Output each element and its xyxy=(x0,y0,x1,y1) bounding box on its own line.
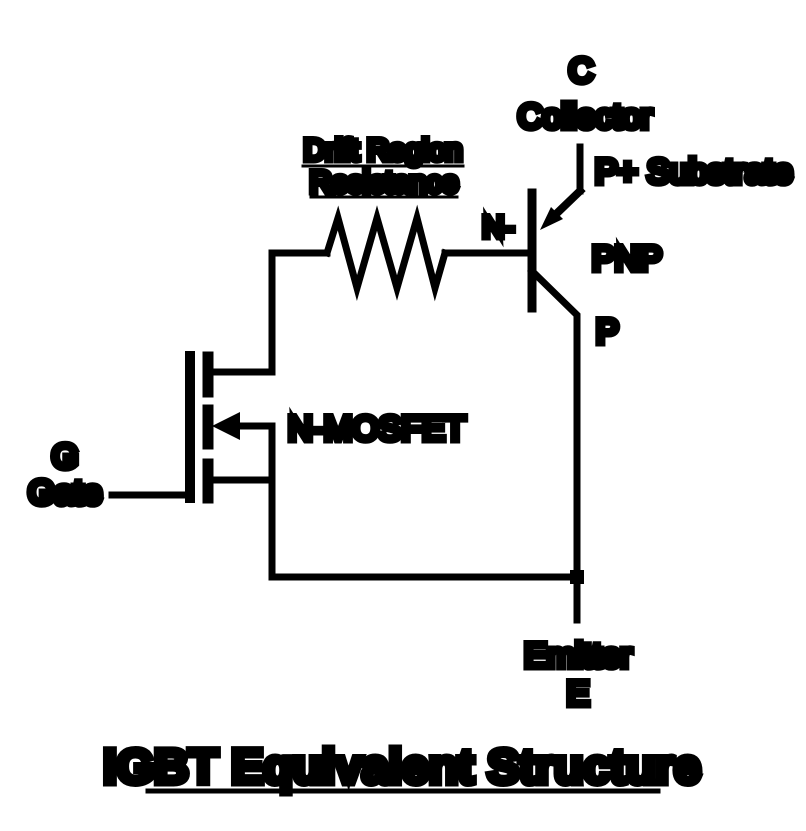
label-collector-letter: C xyxy=(569,52,594,90)
label-n-mosfet: N-MOSFET xyxy=(288,410,466,448)
pnp-transistor-symbol xyxy=(527,143,586,624)
figure-title: IGBT Equivalent Structure xyxy=(103,741,700,794)
label-p-region: P xyxy=(596,313,619,351)
drain-to-resistor-wire xyxy=(204,249,331,376)
pnp-emitter-lead xyxy=(547,185,586,223)
resistor-zigzag xyxy=(322,204,450,302)
source-to-emitter-rail xyxy=(268,422,581,581)
emitter-junction-dot xyxy=(570,570,584,584)
label-emitter-name: Emitter xyxy=(524,637,632,675)
label-gate-letter: G xyxy=(52,438,78,476)
pnp-emitter-arrow-icon xyxy=(540,207,563,230)
drift-region-resistor xyxy=(204,164,533,376)
label-collector-name: Collector xyxy=(518,98,652,136)
n-mosfet-symbol xyxy=(108,351,581,581)
label-drift-region-line2: Resistance xyxy=(310,166,458,199)
label-gate-name: Gate xyxy=(28,474,102,512)
label-emitter-letter: E xyxy=(567,675,590,713)
label-pnp: PNP xyxy=(592,240,662,278)
mosfet-body-arrow-icon xyxy=(212,412,240,440)
pnp-collector-lead-to-emitter xyxy=(527,266,581,624)
label-drift-region-line1: Drift Region xyxy=(304,134,462,167)
label-n-minus: N- xyxy=(482,211,514,244)
label-p-plus-substrate: P+ Substrate xyxy=(595,153,793,191)
